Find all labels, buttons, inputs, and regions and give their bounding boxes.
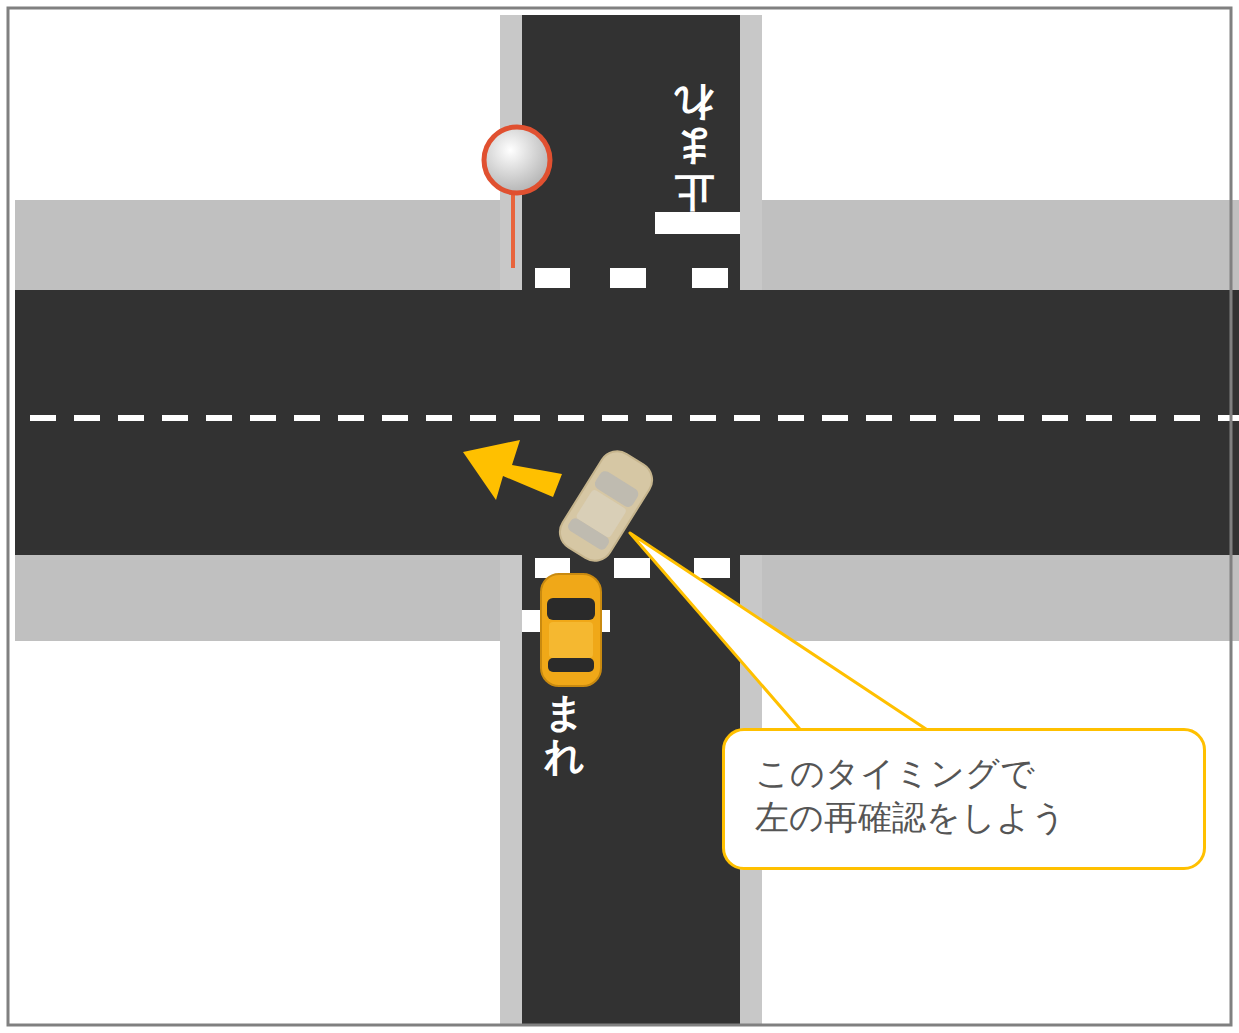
callout-box: このタイミングで 左の再確認をしよう xyxy=(722,728,1206,870)
callout-text: このタイミングで 左の再確認をしよう xyxy=(755,751,1175,839)
road-marking-top: 止まれ xyxy=(674,82,714,214)
road-marking-bottom: まれ xyxy=(544,690,584,778)
